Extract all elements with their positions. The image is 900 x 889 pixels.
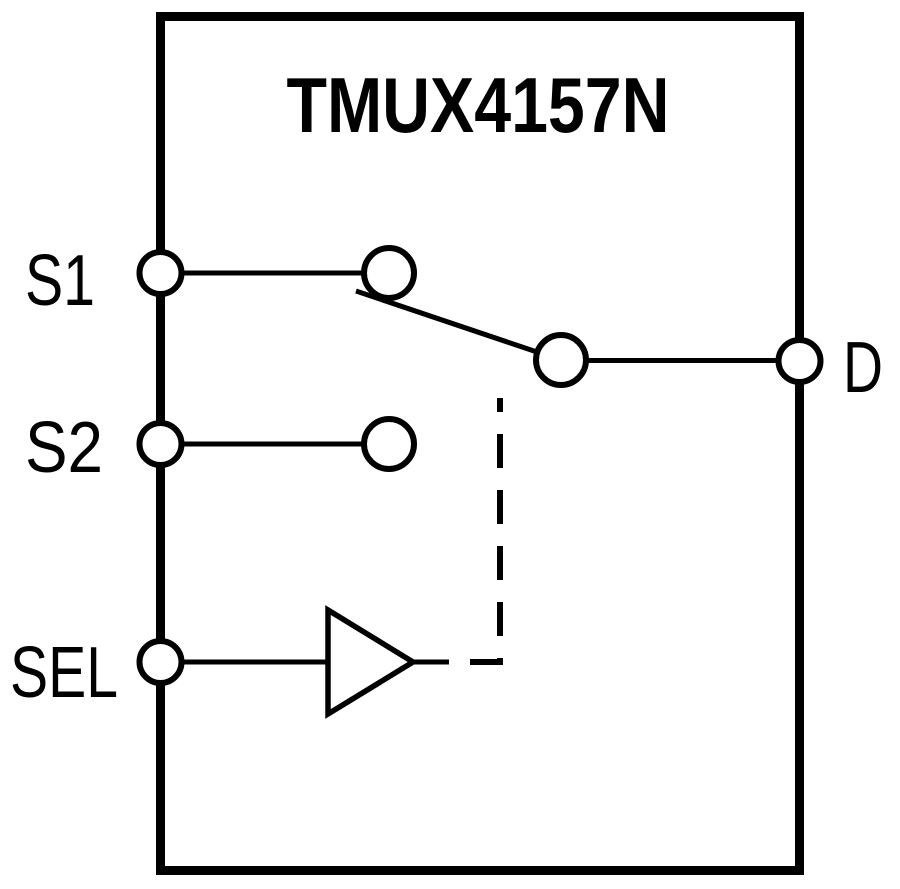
pin-label-s1: S1 xyxy=(25,241,95,321)
pin-label-d: D xyxy=(843,328,883,408)
pin-label-s2: S2 xyxy=(25,408,103,488)
switch-pole xyxy=(533,332,589,388)
switch-contact-s1 xyxy=(361,245,417,301)
buffer-icon xyxy=(325,605,419,719)
pin-terminal-sel xyxy=(136,638,185,686)
chip-title: TMUX4157N xyxy=(287,61,670,149)
switch-arm xyxy=(355,288,538,355)
switch-contact-s2 xyxy=(361,416,417,472)
pin-terminal-s2 xyxy=(136,420,185,468)
control-dashed-line xyxy=(470,398,503,665)
pin-terminal-s1 xyxy=(136,249,185,297)
pin-terminal-d xyxy=(775,337,824,385)
pin-label-sel: SEL xyxy=(10,633,118,713)
